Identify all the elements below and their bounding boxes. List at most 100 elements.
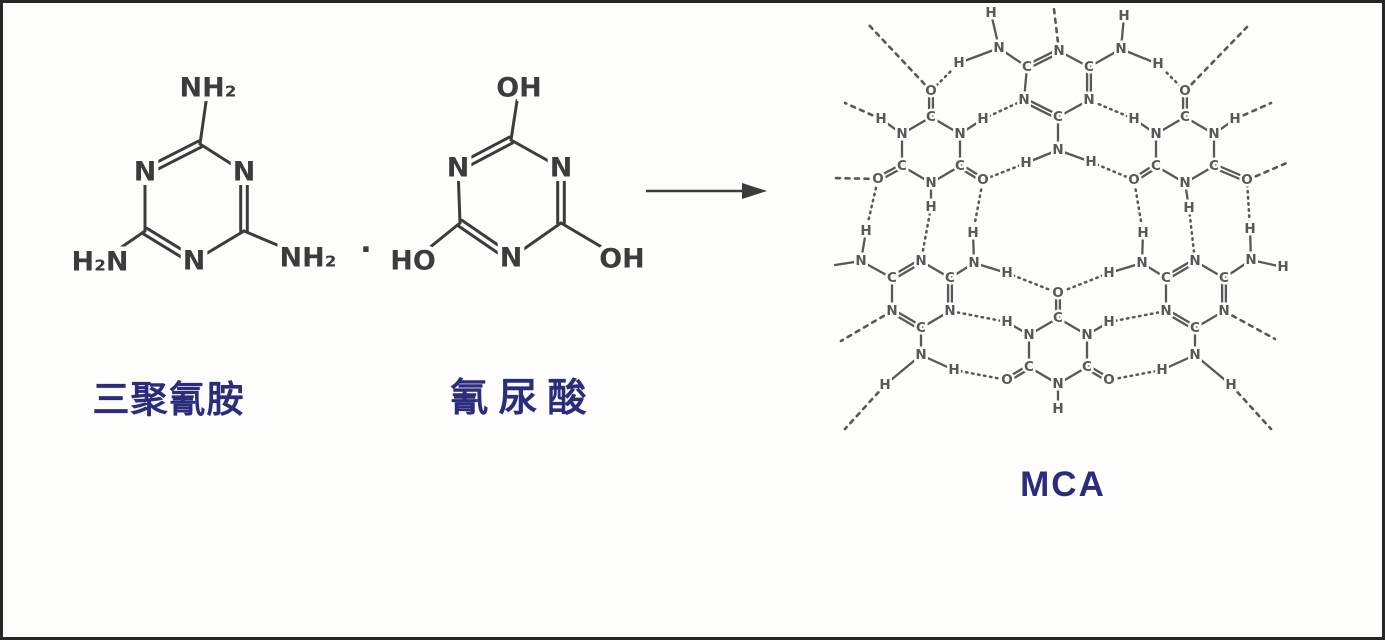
atom-label: H: [1085, 154, 1096, 170]
bond: [1056, 271, 1111, 295]
atom-label: C: [1151, 158, 1161, 174]
atom-label: H: [1103, 265, 1114, 281]
atom-label: H: [879, 377, 890, 393]
atom-label: N: [1189, 347, 1200, 363]
atom-label: H: [860, 223, 871, 239]
bond: [1133, 166, 1159, 183]
bond: [454, 135, 511, 167]
bond: [1212, 117, 1237, 136]
cyanuric-acid-label: 氰尿酸: [449, 376, 597, 421]
bond: [919, 309, 952, 330]
bond: [958, 117, 985, 136]
atom-label: O: [1241, 172, 1252, 188]
bond: [1222, 309, 1277, 341]
bond: [1056, 365, 1089, 386]
bond: [1193, 259, 1226, 280]
bond: [1024, 148, 1060, 165]
bond: [198, 86, 210, 146]
adduct-dot: ·: [360, 229, 374, 271]
bond: [1233, 101, 1273, 121]
atom-label: C: [1180, 109, 1190, 125]
bond: [460, 218, 515, 257]
atom-label: N: [134, 157, 157, 188]
atom-label: C: [916, 320, 926, 336]
atom-label: H: [1052, 401, 1063, 417]
atom-label: H: [1156, 362, 1167, 378]
bond: [1027, 316, 1060, 337]
atom-label: C: [955, 158, 965, 174]
bond: [1183, 115, 1216, 136]
atom-label: O: [1179, 83, 1190, 99]
bond: [142, 139, 201, 171]
bond: [98, 229, 147, 264]
bond: [891, 261, 924, 281]
bond: [1119, 14, 1126, 51]
bond: [889, 311, 922, 331]
atom-label: N: [944, 303, 955, 319]
bond: [1245, 160, 1291, 182]
bond: [1119, 47, 1160, 66]
bond: [1156, 62, 1187, 93]
atom-label: N: [1150, 126, 1161, 142]
melamine-label: 三聚氰胺: [92, 378, 245, 421]
bond: [929, 164, 962, 185]
bond: [1245, 178, 1252, 231]
bond: [883, 353, 923, 387]
atom-label: C: [887, 270, 897, 286]
atom-label: N: [925, 175, 936, 191]
bond: [1213, 163, 1249, 180]
atom-label: N: [1023, 327, 1034, 343]
atom-label: N: [1052, 376, 1063, 392]
atom-label: O: [872, 171, 883, 187]
bond: [1132, 117, 1158, 136]
atom-label: H: [967, 225, 978, 241]
atom-label: C: [945, 270, 955, 286]
bond: [1056, 98, 1091, 119]
bond: [1056, 316, 1089, 337]
bond: [972, 261, 1009, 275]
atom-label: N: [886, 303, 897, 319]
bond: [1187, 206, 1197, 263]
atom-label: N: [1245, 252, 1256, 268]
atom-label: H: [925, 199, 936, 215]
bond: [839, 309, 894, 343]
bond: [948, 309, 1009, 324]
atom-label: N: [447, 153, 470, 184]
bond: [948, 261, 976, 280]
bond: [559, 221, 624, 261]
atom-label: N: [855, 253, 866, 269]
atom-label: H: [1001, 314, 1012, 330]
atom-label: O: [1128, 172, 1139, 188]
bond: [1193, 309, 1226, 330]
bond: [1249, 258, 1285, 269]
atom-label: NH₂: [279, 243, 336, 274]
atom-label: H: [1137, 225, 1148, 241]
bond: [1212, 166, 1248, 183]
bond: [1131, 163, 1157, 180]
bond: [981, 98, 1026, 121]
atom-label: C: [1053, 109, 1063, 125]
atom-label: H: [1152, 56, 1163, 72]
bond: [509, 86, 521, 142]
bond: [833, 259, 863, 267]
bond: [141, 232, 194, 266]
bond: [458, 141, 515, 173]
bond: [1107, 261, 1144, 275]
atom-label: O: [1001, 372, 1012, 388]
bond: [1086, 364, 1112, 380]
bond: [145, 226, 198, 260]
atom-label: O: [1052, 285, 1063, 301]
bond: [1025, 48, 1060, 67]
bond: [192, 229, 246, 263]
atom-label: N: [993, 40, 1004, 56]
bond: [242, 229, 310, 260]
bond: [1229, 383, 1273, 431]
atom-label: C: [897, 158, 907, 174]
atom-label: C: [1082, 359, 1092, 375]
atom-label: H: [1118, 8, 1129, 24]
bond: [957, 46, 1001, 65]
bond: [1222, 258, 1253, 280]
